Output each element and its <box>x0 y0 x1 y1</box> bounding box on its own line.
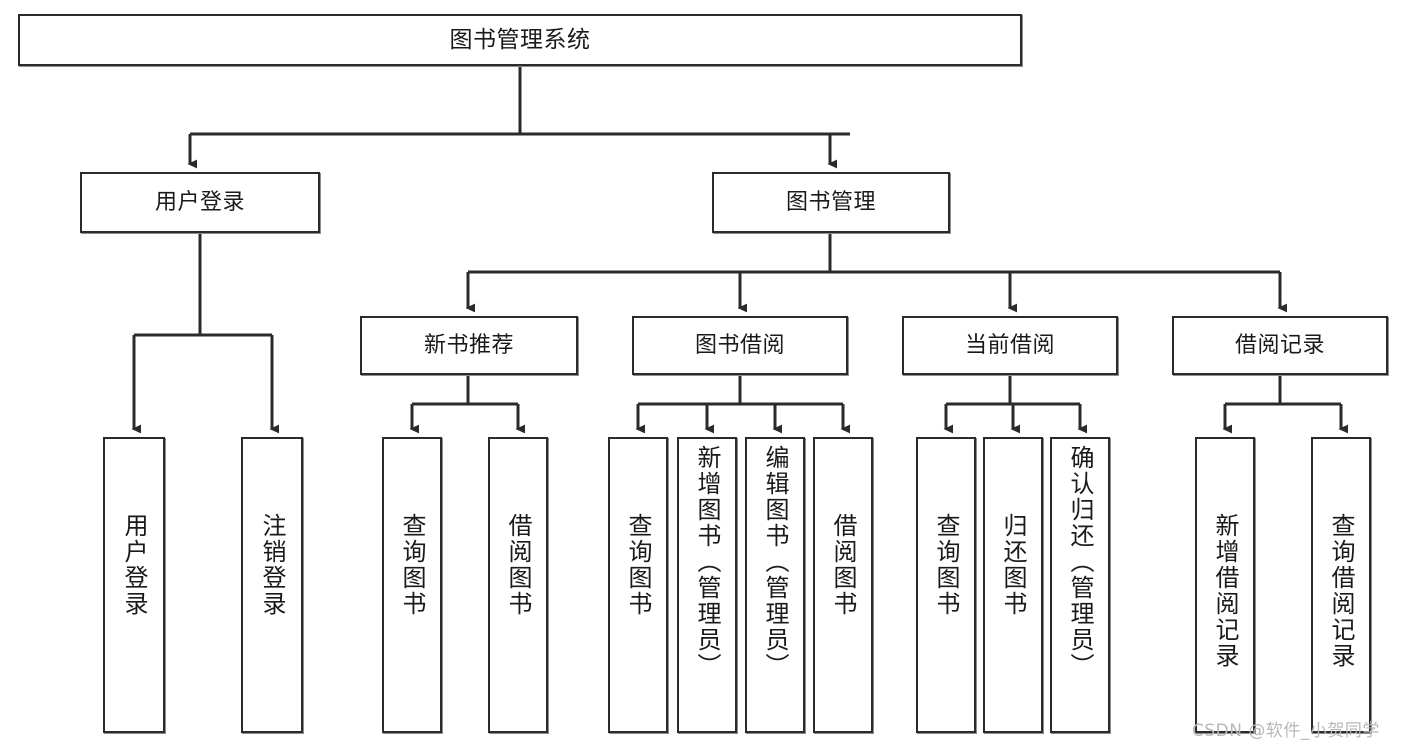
node-label: 借阅图书 <box>829 513 857 617</box>
node-label: 用户登录 <box>154 189 245 215</box>
node-label: 注销登录 <box>258 513 286 617</box>
node-label: 新书推荐 <box>423 332 514 358</box>
node-label: 新增图书（管理员） <box>693 445 721 679</box>
node-leaf-confirm-return[interactable]: 确认归还（管理员） <box>1050 437 1110 733</box>
node-leaf-borrow-book-recommend[interactable]: 借阅图书 <box>488 437 548 733</box>
node-leaf-query-book-recommend[interactable]: 查询图书 <box>382 437 442 733</box>
node-current-borrow[interactable]: 当前借阅 <box>902 316 1118 375</box>
csdn-watermark: CSDN @软件_小贺同学 <box>1192 721 1380 741</box>
node-leaf-logout-login[interactable]: 注销登录 <box>241 437 303 733</box>
node-leaf-query-borrow-record[interactable]: 查询借阅记录 <box>1311 437 1371 733</box>
node-label: 图书借阅 <box>694 332 785 358</box>
node-label: 编辑图书（管理员） <box>761 445 789 679</box>
node-label: 用户登录 <box>120 513 148 617</box>
node-label: 当前借阅 <box>964 332 1055 358</box>
node-book-manage[interactable]: 图书管理 <box>712 172 950 233</box>
node-root-system[interactable]: 图书管理系统 <box>18 14 1022 66</box>
node-label: 借阅图书 <box>504 513 532 617</box>
node-leaf-add-borrow-record[interactable]: 新增借阅记录 <box>1195 437 1255 733</box>
node-leaf-add-book[interactable]: 新增图书（管理员） <box>677 437 737 733</box>
node-user-login[interactable]: 用户登录 <box>80 172 320 233</box>
node-label: 图书管理系统 <box>449 26 591 53</box>
node-book-borrow[interactable]: 图书借阅 <box>632 316 848 375</box>
node-label: 确认归还（管理员） <box>1066 445 1094 679</box>
node-leaf-query-book-borrow[interactable]: 查询图书 <box>608 437 668 733</box>
node-leaf-edit-book[interactable]: 编辑图书（管理员） <box>745 437 805 733</box>
node-label: 归还图书 <box>999 513 1027 617</box>
node-leaf-return-book[interactable]: 归还图书 <box>983 437 1043 733</box>
node-new-book-recommend[interactable]: 新书推荐 <box>360 316 578 375</box>
node-label: 图书管理 <box>785 189 876 215</box>
node-borrow-record[interactable]: 借阅记录 <box>1172 316 1388 375</box>
node-label: 查询图书 <box>932 513 960 617</box>
node-leaf-query-book-current[interactable]: 查询图书 <box>916 437 976 733</box>
node-leaf-borrow-book[interactable]: 借阅图书 <box>813 437 873 733</box>
node-label: 查询图书 <box>624 513 652 617</box>
node-label: 借阅记录 <box>1234 332 1325 358</box>
node-label: 新增借阅记录 <box>1211 513 1239 669</box>
node-leaf-user-login[interactable]: 用户登录 <box>103 437 165 733</box>
node-label: 查询借阅记录 <box>1327 513 1355 669</box>
node-label: 查询图书 <box>398 513 426 617</box>
